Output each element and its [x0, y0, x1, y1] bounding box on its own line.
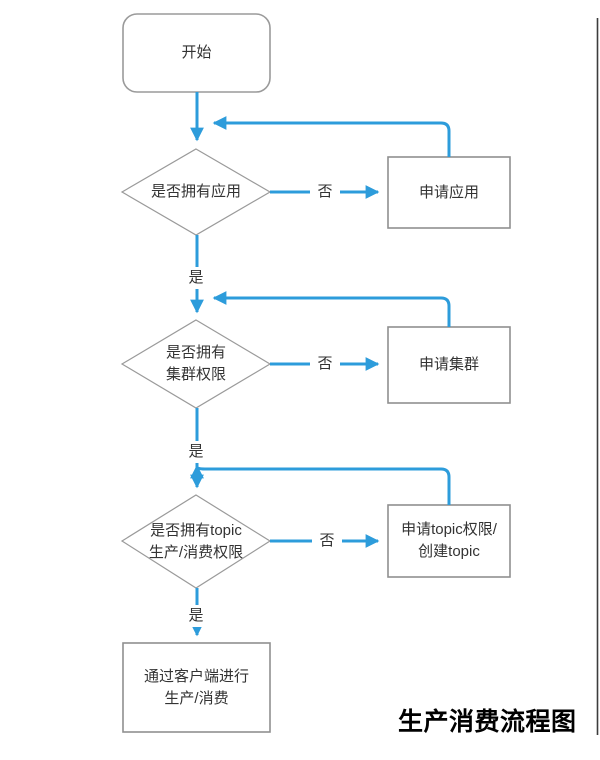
- edge-label-yes-cluster: 是: [181, 441, 211, 463]
- apply-cluster-shape: [387, 326, 511, 404]
- edge-apply-cluster-return: [212, 291, 451, 327]
- produce-consume-shape: [122, 642, 271, 733]
- edge-label-no-topic: 否: [312, 530, 342, 552]
- edge-label-yes-topic: 是: [181, 605, 211, 627]
- edge-label-no-app: 否: [310, 181, 340, 203]
- decision-cluster-shape: [120, 319, 272, 409]
- start-node-shape: [122, 13, 271, 93]
- edge-label-yes-app: 是: [181, 267, 211, 289]
- edge-apply-topic-return: [190, 464, 451, 505]
- decision-app-shape: [120, 148, 272, 236]
- apply-app-shape: [387, 156, 511, 229]
- decision-topic-shape: [120, 494, 272, 589]
- edge-apply-app-return: [212, 116, 451, 157]
- diagram-title: 生产消费流程图: [398, 708, 577, 736]
- apply-topic-shape: [387, 504, 511, 578]
- edge-label-no-cluster: 否: [310, 353, 340, 375]
